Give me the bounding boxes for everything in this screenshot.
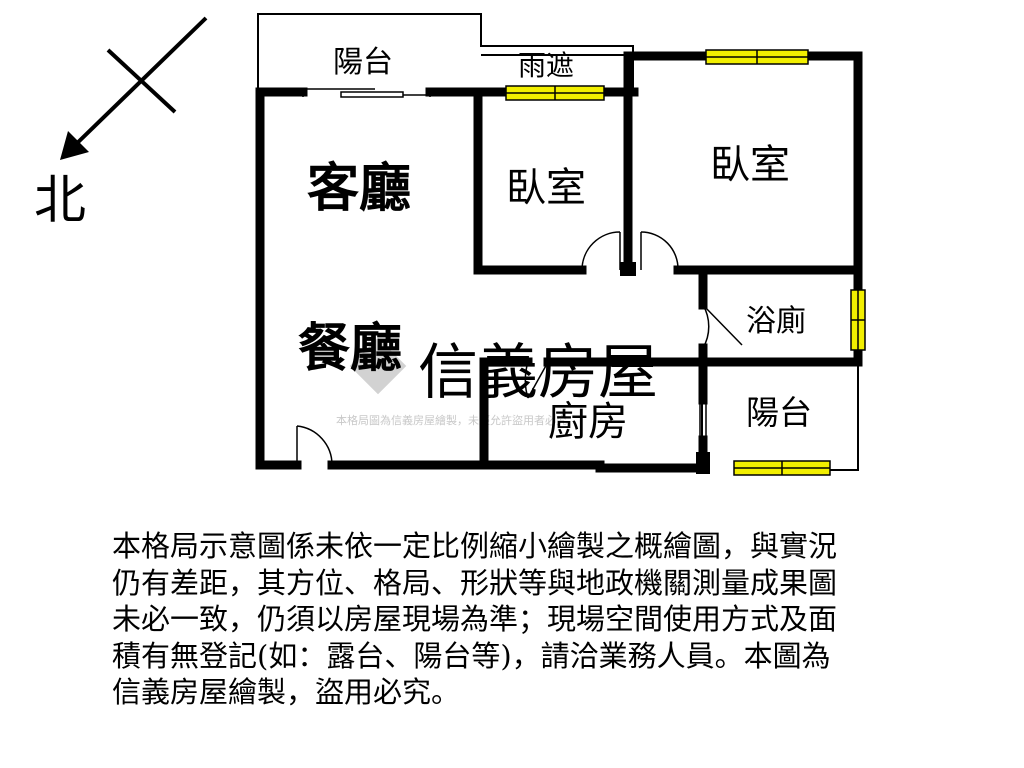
window-canopy bbox=[505, 85, 605, 101]
compass-arrow-shaft bbox=[68, 16, 208, 152]
sliding-door-top-balcony bbox=[302, 88, 431, 98]
room-label-dining-room: 餐廳 bbox=[298, 318, 402, 379]
window-bathroom bbox=[850, 289, 866, 351]
windows bbox=[505, 49, 866, 476]
top-balcony-outline bbox=[257, 13, 634, 90]
compass: 北 bbox=[34, 16, 208, 231]
doors bbox=[296, 231, 743, 466]
disclaimer-line: 信義房屋繪製，盜用必究。 bbox=[112, 675, 461, 709]
watermark: 信義房屋 本格局圖為信義房屋繪製，未經允許盜用者必究 bbox=[336, 337, 658, 427]
door-bedroom-small bbox=[581, 231, 621, 271]
door-bathroom bbox=[702, 304, 743, 349]
disclaimer-text: 本格局示意圖係未依一定比例縮小繪製之概繪圖，與實況 仍有差距，其方位、格局、形狀… bbox=[112, 528, 1012, 711]
bottom-balcony-outline bbox=[830, 362, 859, 471]
room-label-bedroom-small: 臥室 bbox=[506, 165, 586, 211]
door-bedroom-large bbox=[640, 231, 679, 271]
room-label-bedroom-large: 臥室 bbox=[710, 142, 790, 188]
walls bbox=[255, 51, 863, 473]
disclaimer-line: 積有無登記(如：露台、陽台等)，請洽業務人員。本圖為 bbox=[112, 638, 831, 673]
watermark-brand: 信義房屋 bbox=[418, 338, 658, 408]
window-bedroom-large bbox=[705, 49, 809, 65]
room-label-balcony-top: 陽台 bbox=[333, 45, 393, 80]
room-label-balcony-bottom: 陽台 bbox=[746, 393, 812, 432]
disclaimer-line: 未必一致，仍須以房屋現場為準；現場空間使用方式及面 bbox=[112, 602, 838, 636]
compass-arrow-head-icon bbox=[60, 131, 89, 160]
window-bottom-balcony bbox=[733, 460, 831, 476]
room-label-living-room: 客廳 bbox=[307, 158, 411, 219]
door-kitchen bbox=[524, 361, 549, 399]
disclaimer-line: 本格局示意圖係未依一定比例縮小繪製之概繪圖，與實況 bbox=[112, 529, 838, 563]
door-entrance bbox=[296, 425, 333, 466]
watermark-fine-print: 本格局圖為信義房屋繪製，未經允許盜用者必究 bbox=[336, 413, 567, 427]
room-label-bathroom: 浴廁 bbox=[746, 304, 806, 339]
room-label-kitchen: 廚房 bbox=[548, 399, 628, 445]
wall-pillar bbox=[620, 262, 636, 276]
disclaimer-line: 仍有差距，其方位、格局、形狀等與地政機關測量成果圖 bbox=[112, 565, 838, 600]
wall-pillar bbox=[696, 452, 710, 474]
room-labels: 陽台 雨遮 客廳 臥室 臥室 餐廳 浴廁 廚房 陽台 bbox=[298, 45, 812, 445]
room-label-canopy: 雨遮 bbox=[518, 49, 574, 82]
sliding-door-kitchen-balcony bbox=[699, 400, 707, 440]
compass-north-label: 北 bbox=[34, 171, 86, 231]
